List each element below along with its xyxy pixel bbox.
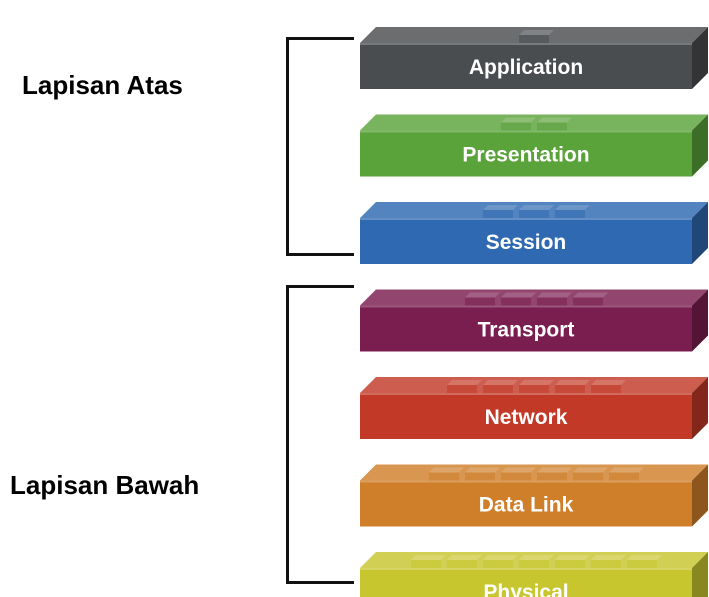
- layer-pin-top: [555, 380, 590, 385]
- layer-front-face: [360, 393, 692, 439]
- layer-pin-top: [537, 117, 572, 123]
- layer-front-face: [360, 130, 692, 177]
- layer-application: Application: [360, 27, 708, 89]
- layer-pin-top: [429, 467, 464, 473]
- layer-top-face: [360, 289, 708, 306]
- layer-pin-top: [501, 117, 536, 123]
- layer-pin-top: [483, 380, 518, 385]
- layer-side-face: [692, 202, 708, 264]
- layer-front-face: [360, 43, 692, 89]
- layer-side-face: [692, 464, 708, 527]
- layer-front-face: [360, 218, 692, 264]
- layer-pin-top: [519, 380, 554, 385]
- layer-physical: Physical: [360, 552, 708, 597]
- layer-label-network: Network: [485, 406, 568, 429]
- layer-front-face: [360, 480, 692, 527]
- layer-label-physical: Physical: [483, 581, 568, 597]
- layer-pin-top: [447, 555, 482, 560]
- layer-pin-top: [555, 555, 590, 560]
- layer-pin-top: [573, 467, 608, 473]
- layer-front-face: [360, 568, 692, 597]
- layer-pin-top: [501, 467, 536, 473]
- layer-pin-top: [483, 555, 518, 560]
- layer-network: Network: [360, 377, 708, 439]
- layer-pin-top: [555, 205, 590, 210]
- layer-label-data-link: Data Link: [479, 494, 574, 517]
- layer-data-link: Data Link: [360, 464, 708, 527]
- lower-layers-label: Lapisan Bawah: [10, 470, 200, 500]
- layer-side-face: [692, 27, 708, 89]
- layer-top-face: [360, 464, 708, 481]
- layer-side-face: [692, 377, 708, 439]
- layer-presentation: Presentation: [360, 114, 708, 177]
- layer-pin-top: [591, 380, 626, 385]
- layer-pin-top: [519, 555, 554, 560]
- layer-pin-top: [447, 380, 482, 385]
- layer-pin-top: [609, 467, 644, 473]
- layer-session: Session: [360, 202, 708, 264]
- layer-pin-top: [537, 292, 572, 298]
- upper-layers-bracket: [286, 37, 354, 256]
- layer-side-face: [692, 552, 708, 597]
- lower-layers-bracket: [286, 285, 354, 584]
- layer-pin-top: [519, 205, 554, 210]
- layer-pin-top: [537, 467, 572, 473]
- layer-label-presentation: Presentation: [462, 144, 589, 167]
- layer-pin-top: [483, 205, 518, 210]
- layer-front-face: [360, 305, 692, 352]
- layer-pin-top: [591, 555, 626, 560]
- layer-pin-top: [519, 30, 554, 35]
- layer-pin-top: [411, 555, 446, 560]
- layer-pin-top: [501, 292, 536, 298]
- layer-pin-top: [465, 292, 500, 298]
- layer-top-face: [360, 114, 708, 131]
- layer-pin-top: [573, 292, 608, 298]
- layer-transport: Transport: [360, 289, 708, 352]
- layer-pin-top: [465, 467, 500, 473]
- layer-pin-top: [627, 555, 662, 560]
- layer-label-session: Session: [486, 231, 567, 254]
- layer-side-face: [692, 114, 708, 177]
- upper-layers-label: Lapisan Atas: [22, 70, 183, 100]
- layer-label-application: Application: [469, 56, 583, 79]
- layer-side-face: [692, 289, 708, 352]
- layer-label-transport: Transport: [478, 319, 575, 342]
